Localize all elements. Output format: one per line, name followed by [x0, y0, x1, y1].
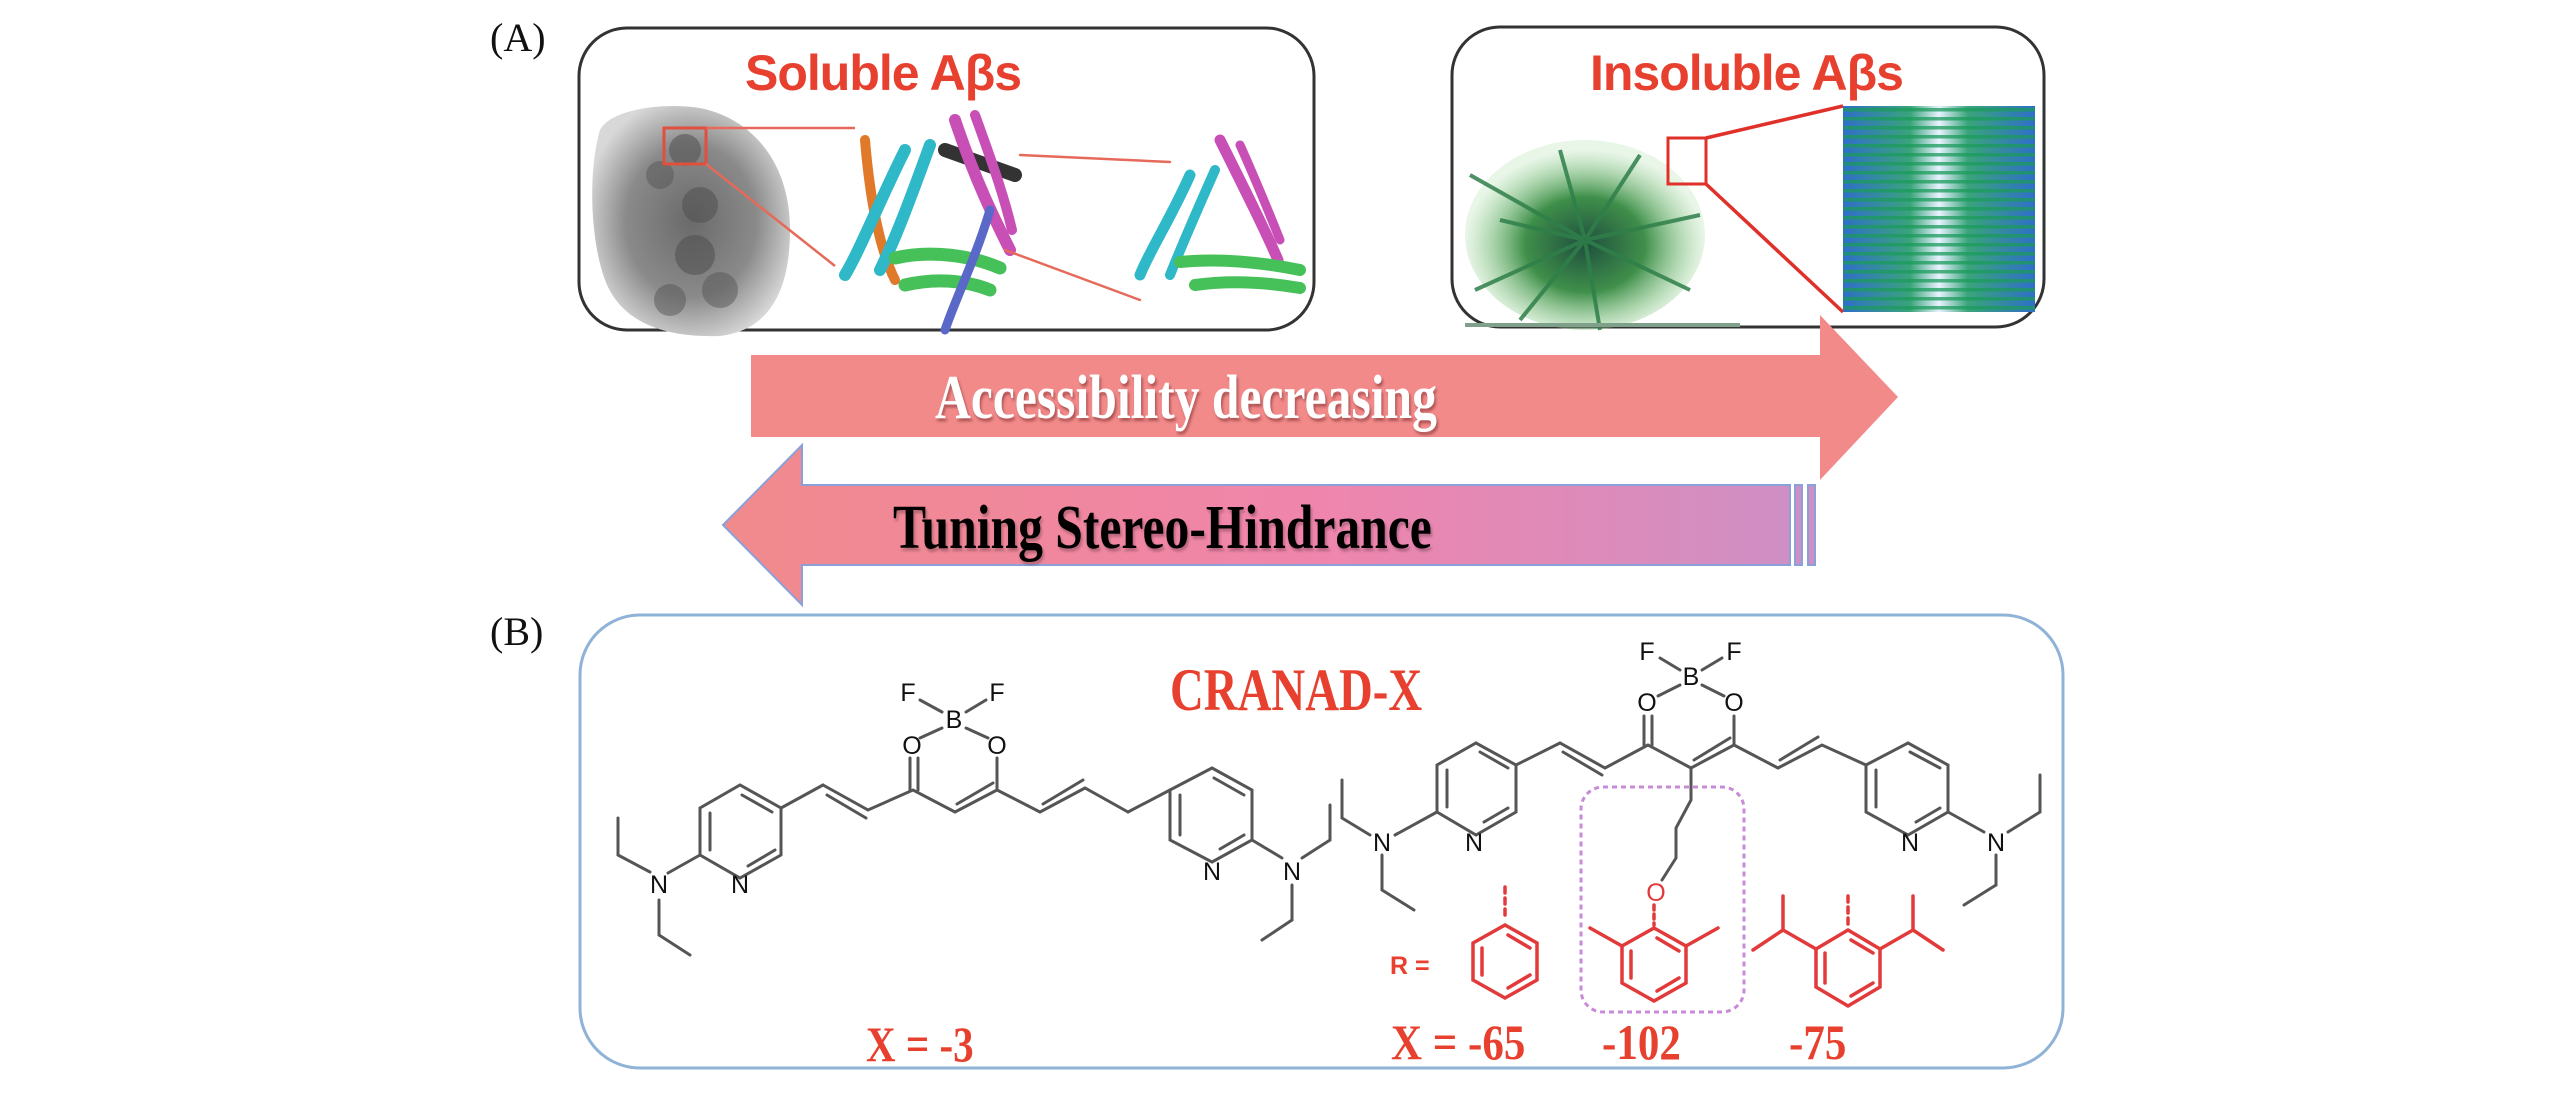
cranad-3-structure — [616, 698, 1332, 957]
atom-b: B — [1683, 663, 1700, 691]
atom-b: B — [946, 706, 963, 734]
fibril-burst-image — [1465, 104, 1845, 331]
tem-oligomer-image — [592, 106, 855, 337]
r-substituent-phenyl — [1471, 885, 1539, 1001]
cranad-3-atom-labels: F F B O O N N N N — [650, 679, 1301, 899]
tuning-stereo-hindrance-label: Tuning Stereo-Hindrance — [893, 494, 1432, 562]
x-value-label-diisopropylphenyl: -75 — [1789, 1014, 1847, 1070]
atom-f: F — [900, 679, 915, 707]
atom-o: O — [902, 732, 921, 760]
atom-f: F — [1639, 638, 1654, 666]
r-substituent-dimethylphenoxy — [1588, 903, 1720, 1004]
panel-a-label: (A) — [490, 15, 546, 60]
atom-n: N — [1901, 829, 1919, 857]
atom-n: N — [1203, 858, 1221, 886]
atom-o: O — [1724, 689, 1743, 717]
panel-b-label: (B) — [490, 609, 544, 654]
oligomer-ribbon-structure — [839, 110, 1306, 335]
atom-o: O — [1637, 689, 1656, 717]
atom-n: N — [1373, 829, 1391, 857]
fibril-structure-image — [1843, 106, 2035, 312]
x-value-label-phenyl: X = -65 — [1391, 1014, 1526, 1070]
insoluble-abeta-title: Insoluble Aβs — [1590, 45, 1904, 101]
atom-n: N — [1987, 829, 2005, 857]
soluble-abeta-title: Soluble Aβs — [745, 45, 1022, 101]
soluble-abeta-box — [577, 26, 1316, 337]
cranad-x-atom-labels: F F B O O N N N N — [1373, 638, 2005, 857]
atom-f: F — [1726, 638, 1741, 666]
r-substituent-diisopropylphenyl — [1751, 894, 1945, 1009]
panel-b-box — [578, 613, 2065, 1070]
atom-n: N — [1465, 829, 1483, 857]
atom-n: N — [650, 871, 668, 899]
atom-n: N — [731, 871, 749, 899]
atom-o: O — [987, 732, 1006, 760]
cranad-x-title: CRANAD-X — [1170, 657, 1423, 723]
accessibility-decreasing-label: Accessibility decreasing — [935, 364, 1437, 432]
x-value-label-dimethylphenoxy: -102 — [1602, 1014, 1681, 1070]
stereo-hindrance-arrow — [721, 442, 1816, 608]
highlight-dashed-box — [1579, 785, 1746, 1014]
x-value-label-cranad-3: X = -3 — [866, 1016, 974, 1072]
atom-f: F — [989, 679, 1004, 707]
atom-o-red: O — [1646, 879, 1665, 907]
r-equals-label: R = — [1390, 952, 1430, 980]
accessibility-arrow — [751, 315, 1898, 480]
cranad-x-structure — [1340, 656, 2042, 912]
atom-n: N — [1283, 858, 1301, 886]
insoluble-abeta-box — [1450, 25, 2046, 331]
